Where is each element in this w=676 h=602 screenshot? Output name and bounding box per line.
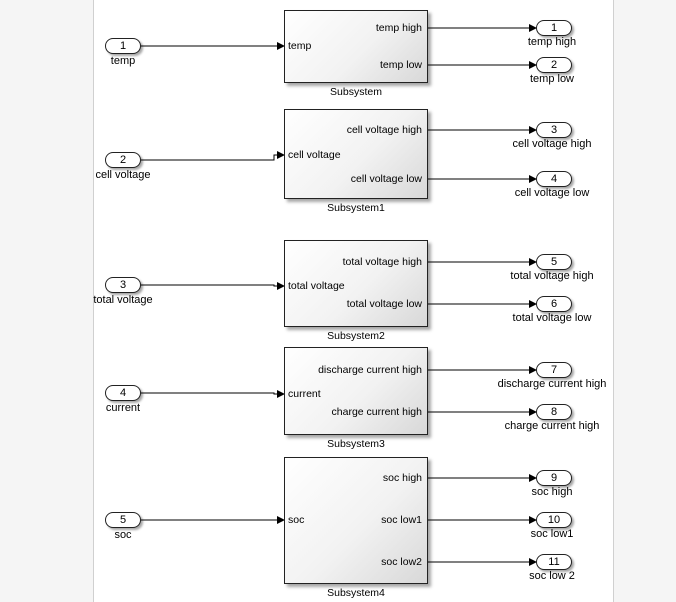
outport-label: discharge current high <box>497 378 607 390</box>
subsystem-name: Subsystem <box>330 86 382 98</box>
input-signal-line[interactable] <box>141 282 285 290</box>
outport-6[interactable]: 6 <box>536 296 572 312</box>
outport-5[interactable]: 5 <box>536 254 572 270</box>
subsystem-input-label: temp <box>288 40 312 52</box>
subsystem-input-label: total voltage <box>288 280 345 292</box>
outport-8[interactable]: 8 <box>536 404 572 420</box>
subsystem-block-0[interactable]: temp temp high temp low <box>284 10 428 83</box>
inport-1[interactable]: 1 <box>105 38 141 54</box>
outport-10[interactable]: 10 <box>536 512 572 528</box>
subsystem-name: Subsystem3 <box>327 438 385 450</box>
outport-7[interactable]: 7 <box>536 362 572 378</box>
outport-9[interactable]: 9 <box>536 470 572 486</box>
outport-4[interactable]: 4 <box>536 171 572 187</box>
subsystem-output-label: soc low1 <box>381 514 422 526</box>
input-signal-line[interactable] <box>141 151 285 161</box>
outport-2[interactable]: 2 <box>536 57 572 73</box>
subsystem-output-label: total voltage high <box>342 256 422 268</box>
subsystem-output-label: cell voltage high <box>346 124 422 136</box>
inport-label: cell voltage <box>95 169 151 181</box>
inport-label: current <box>105 402 141 414</box>
subsystem-output-label: soc high <box>382 472 422 484</box>
outport-label: cell voltage high <box>512 138 592 150</box>
left-panel <box>0 0 94 602</box>
outport-label: temp high <box>527 36 577 48</box>
subsystem-input-label: cell voltage <box>288 149 341 161</box>
subsystem-input-label: current <box>288 388 321 400</box>
subsystem-block-1[interactable]: cell voltage cell voltage high cell voltag… <box>284 109 428 199</box>
subsystem-output-label: charge current high <box>331 406 422 418</box>
subsystem-output-label: cell voltage low <box>350 173 422 185</box>
outport-label: temp low <box>529 73 575 85</box>
input-signal-line[interactable] <box>141 390 285 398</box>
subsystem-block-3[interactable]: current discharge current high charge curr… <box>284 347 428 435</box>
subsystem-output-label: temp high <box>375 22 422 34</box>
outport-1[interactable]: 1 <box>536 20 572 36</box>
inport-3[interactable]: 3 <box>105 277 141 293</box>
outport-label: soc low1 <box>530 528 574 540</box>
subsystem-output-label: temp low <box>379 59 422 71</box>
inport-4[interactable]: 4 <box>105 385 141 401</box>
outport-label: total voltage low <box>512 312 592 324</box>
subsystem-name: Subsystem4 <box>327 587 385 599</box>
subsystem-name: Subsystem1 <box>327 202 385 214</box>
subsystem-input-label: soc <box>288 514 305 526</box>
inport-2[interactable]: 2 <box>105 152 141 168</box>
outport-11[interactable]: 11 <box>536 554 572 570</box>
inport-label: total voltage <box>93 294 153 306</box>
outport-label: soc low 2 <box>529 570 575 582</box>
subsystem-output-label: soc low2 <box>381 556 422 568</box>
inport-label: temp <box>110 55 136 67</box>
inport-label: soc <box>114 529 132 541</box>
subsystem-name: Subsystem2 <box>327 330 385 342</box>
subsystem-block-4[interactable]: soc soc high soc low1 soc low2 <box>284 457 428 584</box>
outport-label: charge current high <box>504 420 600 432</box>
subsystem-block-2[interactable]: total voltage total voltage high total vol… <box>284 240 428 327</box>
right-panel <box>613 0 676 602</box>
outport-3[interactable]: 3 <box>536 122 572 138</box>
outport-label: cell voltage low <box>514 187 590 199</box>
subsystem-output-label: total voltage low <box>346 298 422 310</box>
subsystem-output-label: discharge current high <box>318 364 422 376</box>
outport-label: soc high <box>531 486 573 498</box>
outport-label: total voltage high <box>510 270 594 282</box>
inport-5[interactable]: 5 <box>105 512 141 528</box>
